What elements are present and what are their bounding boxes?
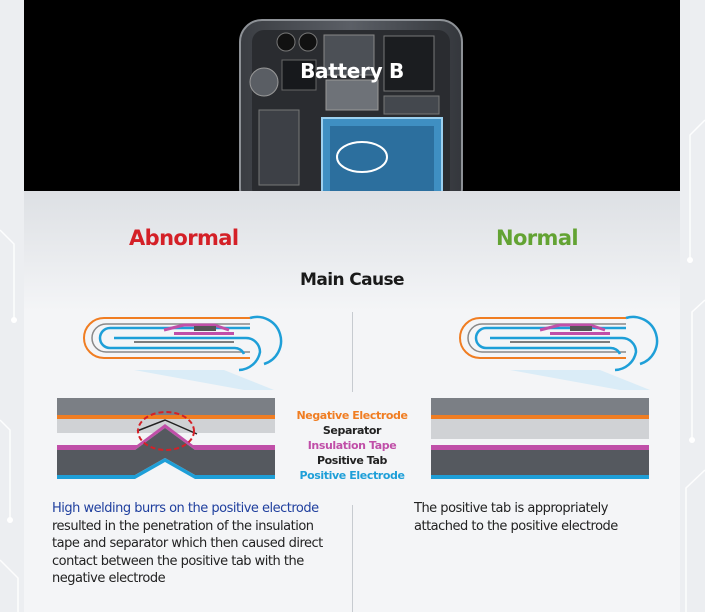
normal-title: Normal	[496, 226, 579, 250]
abnormal-fold-diagram	[83, 315, 283, 390]
main-cause-heading: Main Cause	[300, 270, 405, 290]
normal-cross-section	[431, 398, 649, 479]
phone-internals-image	[239, 19, 463, 191]
abnormal-description-rest: resulted in the penetration of the insul…	[52, 518, 323, 587]
hero-banner: Battery B	[24, 0, 680, 191]
center-divider-bottom	[352, 505, 353, 612]
content-panel: Battery B Abnormal Normal Main Cause	[24, 0, 680, 612]
normal-description: The positive tab is appropriately attach…	[414, 501, 618, 534]
abnormal-cross-section	[57, 398, 275, 479]
legend-negative-electrode: Negative Electrode	[296, 409, 408, 422]
legend-separator: Separator	[322, 424, 382, 437]
legend-insulation-tape: Insulation Tape	[307, 439, 397, 452]
abnormal-description-highlight: High welding burrs on the positive elect…	[52, 501, 319, 516]
legend-positive-electrode: Positive Electrode	[299, 469, 405, 482]
hero-title: Battery B	[300, 59, 404, 83]
center-divider-top	[352, 312, 353, 392]
abnormal-description: High welding burrs on the positive elect…	[52, 500, 334, 588]
abnormal-title: Abnormal	[129, 226, 239, 250]
normal-fold-diagram	[459, 315, 659, 390]
glow-band	[24, 191, 680, 311]
legend-positive-tab: Positive Tab	[316, 454, 387, 467]
